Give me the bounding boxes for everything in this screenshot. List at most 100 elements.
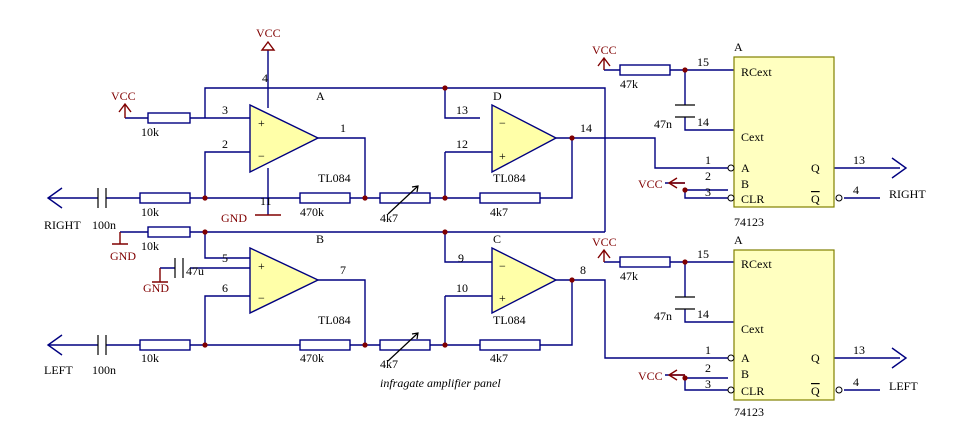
- svg-text:+: +: [499, 149, 506, 163]
- svg-text:+: +: [258, 259, 265, 273]
- vcc-label: VCC: [256, 26, 281, 40]
- pin-number: 1: [705, 343, 711, 357]
- ic-pin-name: Q: [811, 192, 820, 206]
- left-input-label: LEFT: [44, 363, 73, 377]
- gnd-label: GND: [110, 249, 136, 263]
- pin-number: 8: [580, 263, 586, 277]
- ic-74123-top: [727, 56, 843, 208]
- opamp-unit-label: B: [316, 232, 324, 246]
- pin-number: 2: [705, 169, 711, 183]
- cap-value: 100n: [92, 363, 116, 377]
- pin-number: 13: [456, 103, 468, 117]
- gnd-label: GND: [221, 211, 247, 225]
- wires-top: [48, 50, 900, 232]
- ic-pin-name: Q: [811, 351, 820, 365]
- ic-pin-name: Q: [811, 384, 820, 398]
- power-symbols: [112, 40, 685, 381]
- ic-pin-name: RCext: [741, 65, 772, 79]
- pin-number: 4: [262, 71, 268, 85]
- panel-caption: infragate amplifier panel: [380, 376, 501, 390]
- ic-pin-name: CLR: [741, 384, 764, 398]
- pin-number: 4: [853, 375, 859, 389]
- ic-pin-name: B: [741, 367, 749, 381]
- opamp-part-label: TL084: [318, 313, 351, 327]
- pin-number: 5: [222, 251, 228, 265]
- ic-pin-name: A: [741, 161, 750, 175]
- cap-value: 47n: [654, 309, 672, 323]
- opamp-b: + −: [249, 246, 320, 315]
- pin-number: 3: [705, 377, 711, 391]
- pin-number: 2: [222, 137, 228, 151]
- res-value: 10k: [141, 351, 159, 365]
- resistors: [139, 64, 671, 362]
- pin-number: 12: [456, 137, 468, 151]
- vcc-label: VCC: [111, 89, 136, 103]
- opamp-unit-label: A: [316, 89, 325, 103]
- junctions: [202, 67, 688, 381]
- pin-number: 14: [580, 121, 592, 135]
- capacitors: [97, 104, 695, 355]
- res-value: 470k: [300, 205, 324, 219]
- pin-number: 14: [697, 115, 709, 129]
- pin-number: 6: [222, 281, 228, 295]
- opamp-d: − +: [491, 103, 558, 174]
- res-value: 10k: [141, 239, 159, 253]
- pin-number: 11: [260, 194, 272, 208]
- svg-text:−: −: [499, 116, 506, 130]
- res-value: 4k7: [490, 351, 508, 365]
- right-output-label: RIGHT: [889, 187, 926, 201]
- opamp-part-label: TL084: [318, 171, 351, 185]
- pin-number: 3: [222, 103, 228, 117]
- pin-number: 1: [340, 121, 346, 135]
- res-value: 4k7: [490, 205, 508, 219]
- cap-value: 47n: [654, 117, 672, 131]
- res-value: 4k7: [380, 357, 398, 371]
- ic-pin-name: Cext: [741, 322, 764, 336]
- svg-text:+: +: [258, 116, 265, 130]
- pin-number: 13: [853, 153, 865, 167]
- ic-pin-name: A: [741, 351, 750, 365]
- cap-value: 47u: [186, 264, 204, 278]
- ic-unit-label: A: [734, 40, 743, 54]
- opamp-part-label: TL084: [493, 313, 526, 327]
- res-value: 10k: [141, 205, 159, 219]
- opamp-a: + −: [249, 103, 320, 174]
- pin-number: 2: [705, 361, 711, 375]
- ic-part-label: 74123: [734, 215, 764, 229]
- svg-text:−: −: [258, 291, 265, 305]
- pin-number: 15: [697, 55, 709, 69]
- pin-number: 10: [456, 281, 468, 295]
- io-arrows: [46, 157, 908, 369]
- ic-pin-name: Q: [811, 161, 820, 175]
- ic-74123-bottom: [727, 249, 843, 401]
- opamp-unit-label: D: [493, 89, 502, 103]
- ic-pin-name: RCext: [741, 257, 772, 271]
- vcc-label: VCC: [592, 235, 617, 249]
- pin-number: 1: [705, 153, 711, 167]
- pin-number: 3: [705, 185, 711, 199]
- ic-pin-name: B: [741, 177, 749, 191]
- res-value: 47k: [620, 269, 638, 283]
- pin-number: 7: [340, 263, 346, 277]
- left-output-label: LEFT: [889, 379, 918, 393]
- vcc-label: VCC: [638, 177, 663, 191]
- pin-number: 14: [697, 307, 709, 321]
- pin-number: 4: [853, 183, 859, 197]
- ic-part-label: 74123: [734, 405, 764, 419]
- wires-bottom: [48, 231, 900, 391]
- res-value: 4k7: [380, 211, 398, 225]
- pin-number: 13: [853, 343, 865, 357]
- pin-number: 15: [697, 247, 709, 261]
- svg-text:+: +: [499, 291, 506, 305]
- gnd-label: GND: [143, 281, 169, 295]
- right-input-label: RIGHT: [44, 218, 81, 232]
- svg-text:−: −: [258, 149, 265, 163]
- pin-number: 9: [458, 251, 464, 265]
- res-value: 470k: [300, 351, 324, 365]
- vcc-label: VCC: [592, 43, 617, 57]
- opamp-part-label: TL084: [493, 171, 526, 185]
- res-value: 10k: [141, 125, 159, 139]
- vcc-label: VCC: [638, 369, 663, 383]
- svg-text:−: −: [499, 259, 506, 273]
- ic-pin-name: CLR: [741, 192, 764, 206]
